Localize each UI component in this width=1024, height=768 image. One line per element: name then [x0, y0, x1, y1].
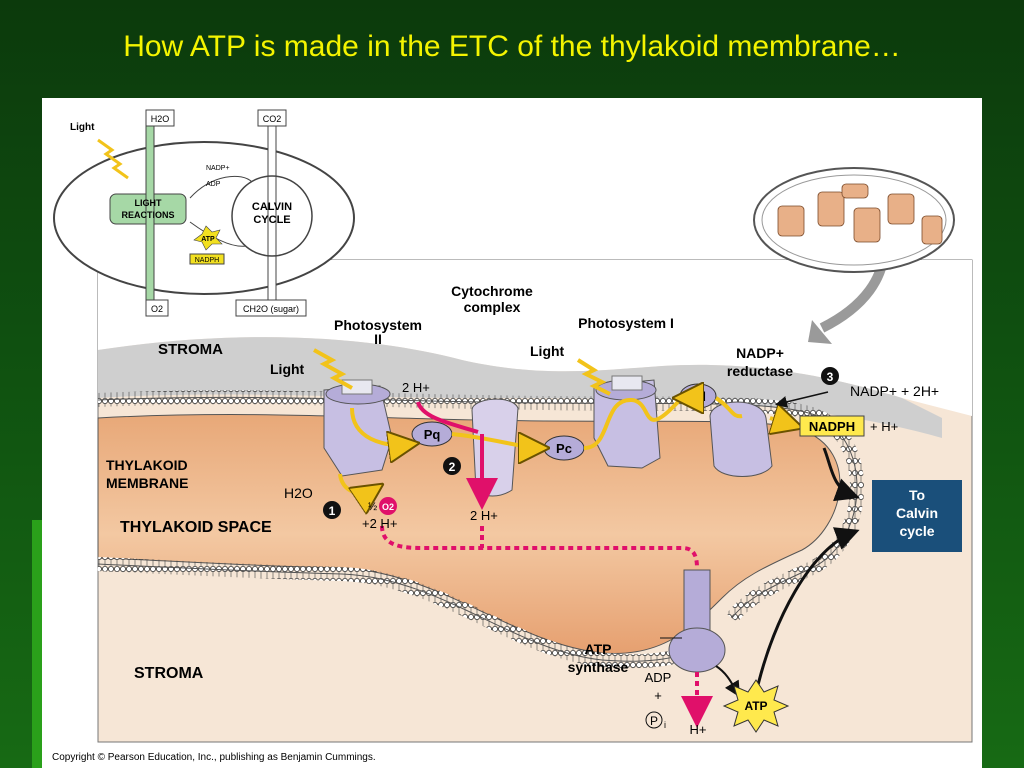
atp-burst [722, 679, 790, 733]
chloroplast-overview: H2O CO2 O2 CH2O (sugar) Light LIGHT REAC… [53, 109, 355, 317]
atp-to-calvin-arrow [752, 527, 860, 703]
atp-synthase-label-1: ATP [585, 641, 612, 657]
cytochrome-complex [471, 398, 519, 497]
nadph-to-calvin-arrow [822, 447, 860, 502]
pi-label: P [650, 714, 658, 728]
overview-nadp: NADP+ [206, 165, 230, 172]
pi-circle [645, 711, 663, 729]
water-electron-arrow [338, 473, 377, 493]
thylakoid-membrane-label-1: THYLAKOID [106, 457, 188, 473]
two-h-mid-label: 2 H+ [470, 508, 498, 523]
step2-marker [443, 457, 461, 475]
light-label-ps2: Light [270, 361, 305, 377]
nadp-reductase-complex [709, 401, 773, 477]
overview-light-bolt [97, 138, 129, 180]
half-label: ½ [368, 501, 377, 513]
calvin-cycle-box [872, 480, 962, 552]
overview-nadph: NADPH [195, 257, 220, 264]
step1-marker [323, 501, 341, 519]
overview-calvin-1: CALVIN [252, 201, 292, 213]
step2-label: 2 [449, 460, 456, 474]
electron-path-pq-pc [451, 434, 542, 448]
overview-light-reactions-1: LIGHT [135, 198, 162, 208]
light-bolt-ps1 [576, 358, 611, 396]
overview-light-reactions-2: REACTIONS [121, 210, 174, 220]
membrane-outline-bottom [97, 563, 703, 662]
atp-synthase [668, 569, 726, 673]
plus-2h-label: +2 H+ [362, 516, 397, 531]
plus-h-label: + H+ [870, 419, 898, 434]
zoom-arrowhead [808, 320, 832, 344]
thylakoid-diagram: Pq Pc Fd H2O CO2 O2 CH2O (sugar) [52, 109, 973, 763]
fd-label: Fd [690, 389, 706, 404]
overview-atp-burst [193, 225, 223, 251]
o2-bubble [379, 497, 397, 515]
nadp-return-arrow [189, 175, 253, 199]
nadp-input-label: NADP+ + 2H+ [850, 383, 939, 399]
overview-atp: ATP [201, 236, 215, 243]
pq-label: Pq [424, 427, 441, 442]
nadp-input-arrow [775, 391, 829, 408]
step3-label: 3 [827, 370, 834, 384]
step1-label: 1 [329, 504, 336, 518]
overview-h2o: H2O [151, 114, 170, 124]
thylakoid-space-label: THYLAKOID SPACE [120, 519, 272, 536]
calvin-box-line1: To [909, 487, 925, 503]
stroma-top-label: STROMA [158, 341, 223, 358]
photosystem-i [593, 375, 661, 469]
photosystem2-label-2: II [374, 331, 382, 347]
electron-path-pc-fd [583, 398, 681, 450]
overview-light: Light [70, 122, 95, 133]
diagram-panel: Pq Pc Fd H2O CO2 O2 CH2O (sugar) [42, 98, 982, 768]
overview-co2: CO2 [263, 114, 282, 124]
h2o-label: H2O [284, 485, 313, 501]
plus-label: + [654, 688, 662, 703]
two-h-top-label: 2 H+ [402, 380, 430, 395]
upper-background [98, 260, 972, 416]
light-bolt-ps2 [313, 348, 353, 390]
step3-marker [821, 367, 839, 385]
copyright-text: Copyright © Pearson Education, Inc., pub… [52, 752, 376, 763]
photosystem1-label: Photosystem I [578, 315, 674, 331]
electron-path-fd-reductase [714, 396, 743, 419]
proton-path-top [416, 401, 479, 434]
light-label-ps1: Light [530, 343, 565, 359]
atp-synthase-label-2: synthase [568, 659, 629, 675]
pc-label: Pc [556, 441, 572, 456]
thylakoid-membrane-label-2: MEMBRANE [106, 475, 188, 491]
photosystem2-label-1: Photosystem [334, 317, 422, 333]
nadp-reductase-label-2: reductase [727, 363, 793, 379]
overview-adp: ADP [206, 181, 221, 188]
pi-sub-label: i [664, 720, 666, 730]
nadp-reductase-label-1: NADP+ [736, 345, 784, 361]
overview-o2: O2 [151, 304, 163, 314]
cytochrome-label-2: complex [464, 299, 521, 315]
o2-label: O2 [382, 502, 394, 512]
calvin-box-line3: cycle [899, 523, 934, 539]
proton-gradient-path [380, 525, 699, 569]
nadph-label: NADPH [809, 419, 855, 434]
calvin-box-line2: Calvin [896, 505, 938, 521]
slide-title: How ATP is made in the ETC of the thylak… [123, 30, 901, 63]
stroma-band [98, 337, 942, 438]
atp-nadph-arrow [189, 221, 247, 247]
atp-label: ATP [744, 699, 767, 713]
h-plus-out-label: H+ [690, 722, 707, 737]
overview-sugar: CH2O (sugar) [243, 304, 299, 314]
stroma-bottom-label: STROMA [134, 665, 204, 682]
electron-path-to-nadph [770, 418, 796, 426]
chloroplast-illustration [753, 167, 955, 273]
left-accent-bar [32, 520, 42, 768]
cytochrome-label-1: Cytochrome [451, 283, 533, 299]
adp-label: ADP [645, 670, 672, 685]
overview-calvin-2: CYCLE [253, 214, 290, 226]
nadph-box [799, 415, 865, 437]
calvin-cycle-circle [231, 175, 313, 257]
electron-path-ps2-pq [350, 407, 412, 445]
